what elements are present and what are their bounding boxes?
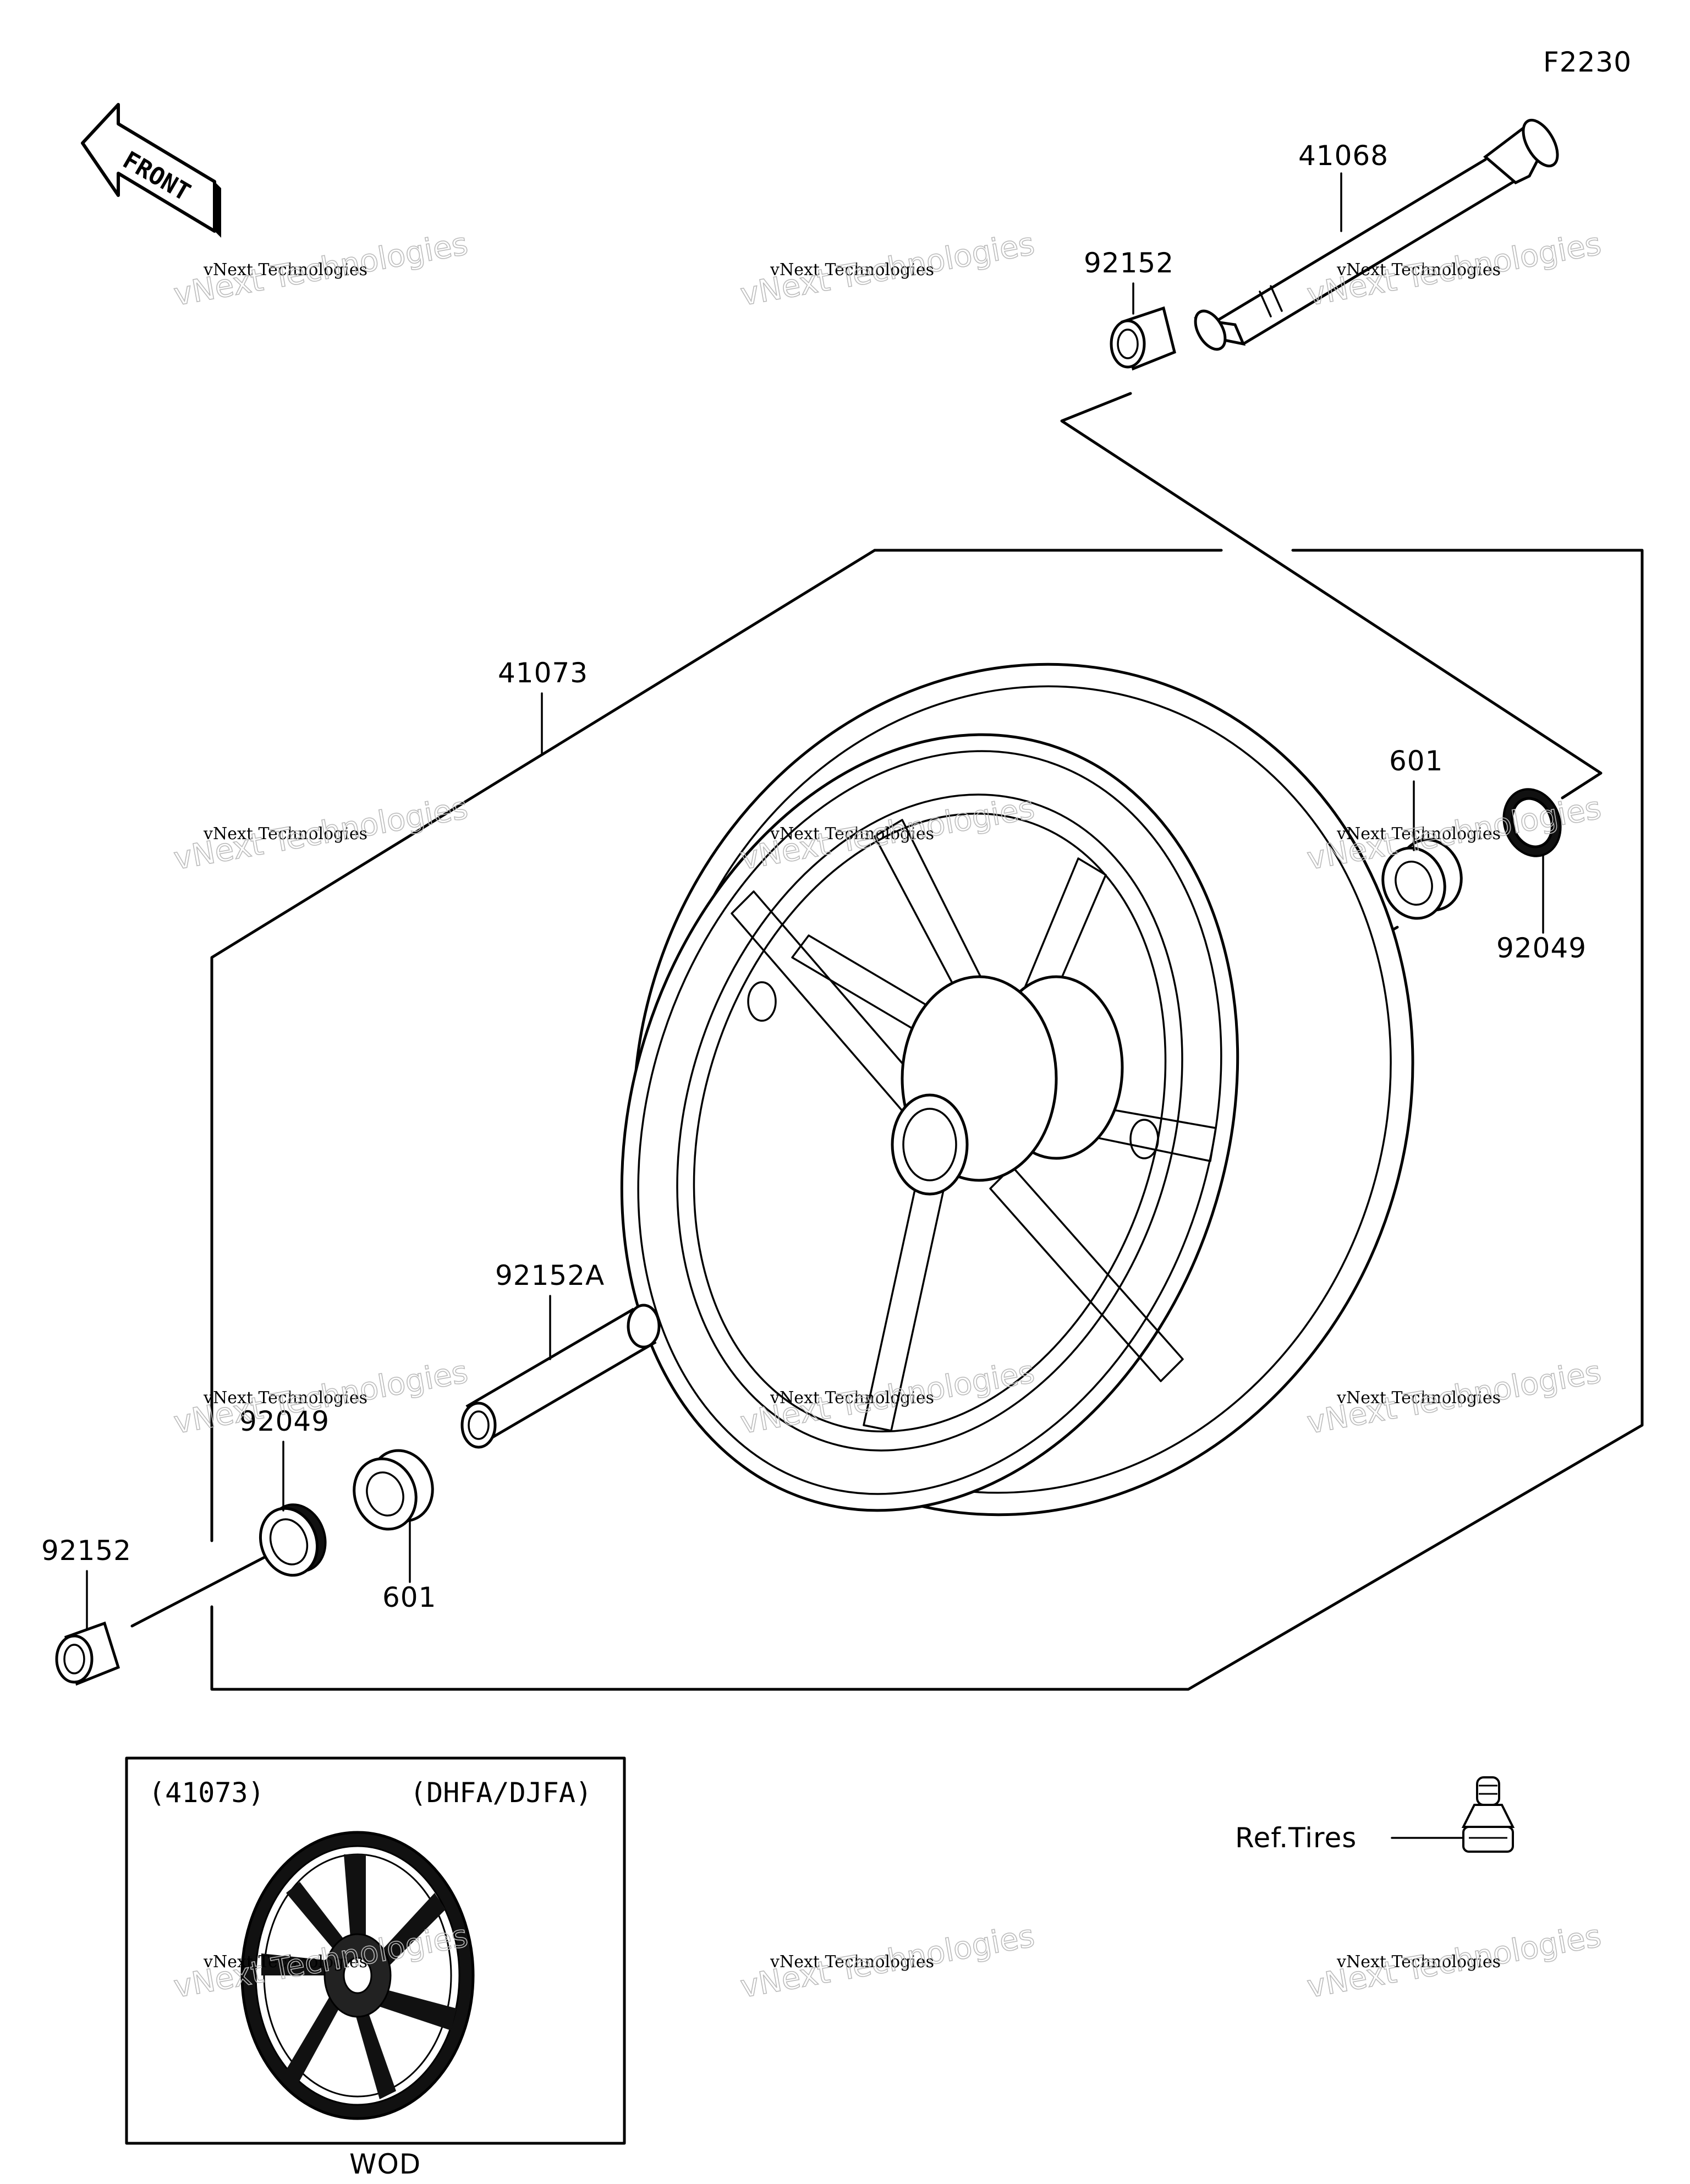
collar-92152-top [1110, 306, 1176, 371]
label-92152-left: 92152 [41, 1535, 131, 1567]
svg-text:vNext Technologies: vNext Technologies [1304, 1918, 1604, 2005]
front-wheel-41073 [620, 663, 1414, 1517]
diagram-code: F2230 [1543, 46, 1632, 78]
reference-label: Ref.Tires [1235, 1822, 1357, 1854]
svg-text:vNext Technologies: vNext Technologies [738, 226, 1037, 313]
bearing-601-right [1381, 838, 1463, 920]
svg-text:vNext Technologies: vNext Technologies [770, 1952, 934, 1972]
assembly-outline [210, 549, 1644, 1691]
svg-text:vNext Technologies: vNext Technologies [1336, 824, 1501, 844]
label-601-left: 601 [382, 1581, 436, 1613]
collar-92152-left [55, 1621, 120, 1686]
seal-92049-right [1502, 788, 1562, 857]
svg-text:vNext Technologies: vNext Technologies [1336, 260, 1501, 280]
svg-text:vNext Technologies: vNext Technologies [203, 260, 367, 280]
svg-text:vNext Technologies: vNext Technologies [171, 790, 470, 877]
svg-text:vNext Technologies: vNext Technologies [171, 226, 470, 313]
svg-text:vNext Technologies: vNext Technologies [770, 260, 934, 280]
svg-text:vNext Technologies: vNext Technologies [770, 1388, 934, 1408]
inset-box: (41073) (DHFA/DJFA) [125, 1756, 626, 2145]
label-41068: 41068 [1298, 140, 1389, 172]
svg-text:vNext Technologies: vNext Technologies [1336, 1952, 1501, 1972]
spacer-92152A [460, 1304, 661, 1449]
svg-text:vNext Technologies: vNext Technologies [1304, 226, 1604, 313]
inset-right-label: (DHFA/DJFA) [410, 1777, 592, 1809]
inset-wheel-icon [240, 1831, 475, 2120]
svg-text:vNext Technologies: vNext Technologies [770, 824, 934, 844]
svg-text:vNext Technologies: vNext Technologies [203, 824, 367, 844]
valve-stem-icon [1461, 1776, 1515, 1853]
label-41073: 41073 [498, 657, 588, 689]
label-92049-left: 92049 [239, 1405, 330, 1437]
svg-text:vNext Technologies: vNext Technologies [1304, 1354, 1604, 1441]
label-92152-top: 92152 [1084, 247, 1174, 279]
svg-text:vNext Technologies: vNext Technologies [1336, 1388, 1501, 1408]
bearing-601-left [353, 1449, 434, 1531]
label-92049-right: 92049 [1496, 932, 1587, 964]
front-arrow-icon: FRONT [81, 103, 221, 238]
label-92152A: 92152A [495, 1260, 605, 1291]
label-601-right: 601 [1389, 745, 1443, 777]
axle-41068 [1194, 118, 1559, 351]
svg-text:vNext Technologies: vNext Technologies [203, 1952, 367, 1972]
svg-text:vNext Technologies: vNext Technologies [738, 1918, 1037, 2005]
svg-text:vNext Technologies: vNext Technologies [203, 1388, 367, 1408]
inset-caption: WOD [349, 2148, 421, 2180]
inset-left-label: (41073) [149, 1777, 265, 1809]
seal-92049-left [259, 1503, 327, 1577]
